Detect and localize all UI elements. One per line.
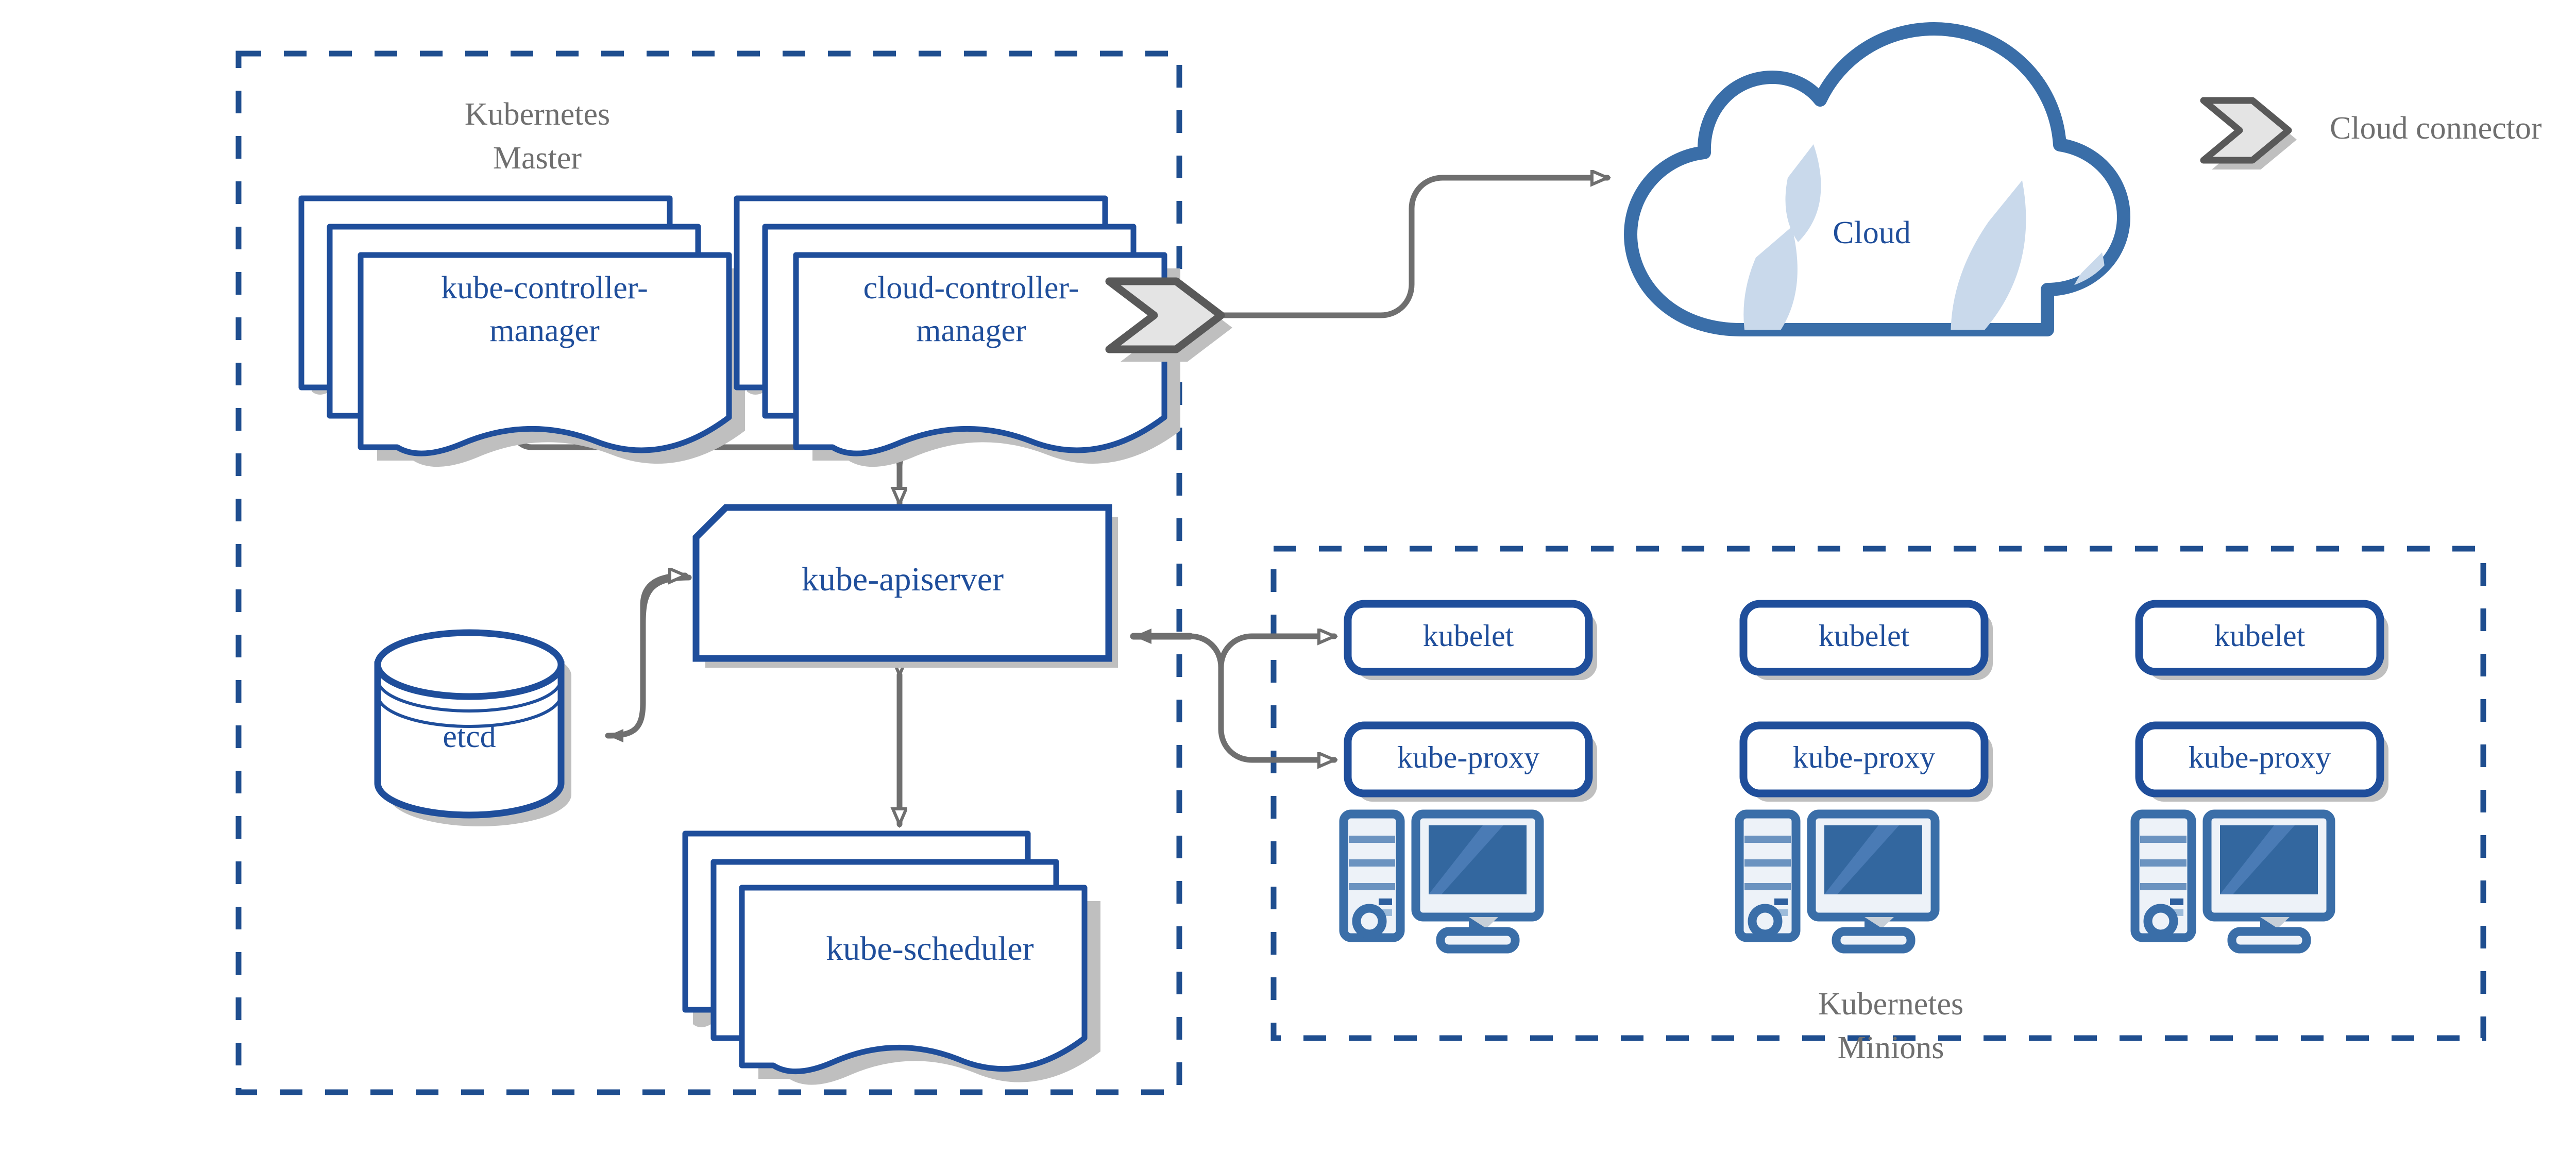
kube-proxy-box-2[interactable] bbox=[1739, 721, 1989, 798]
kube-apiserver-label: kube-apiserver bbox=[802, 561, 1004, 598]
kube-proxy-box-3[interactable] bbox=[2135, 721, 2384, 798]
kube-proxy-label-1: kube-proxy bbox=[1397, 740, 1540, 774]
desktop-computer-icon-1 bbox=[1339, 809, 1544, 954]
minions-label-line2: Minions bbox=[1838, 1030, 1944, 1065]
legend-cloud-connector-label: Cloud connector bbox=[2330, 111, 2542, 146]
kube-controller-manager-label-line1: kube-controller- bbox=[441, 270, 648, 306]
kubernetes-minions-label: Kubernetes Minions bbox=[1818, 987, 1963, 1065]
legend-cloud-connector: Cloud connector bbox=[2200, 97, 2542, 169]
kubernetes-master-label: Kubernetes Master bbox=[465, 97, 610, 176]
kubelet-box-2[interactable] bbox=[1739, 600, 1989, 676]
master-label-line1: Kubernetes bbox=[465, 97, 610, 132]
cloud-label: Cloud bbox=[1833, 215, 1911, 250]
cloud-controller-manager-label-line1: cloud-controller- bbox=[863, 270, 1079, 306]
connector-apiserver-to-node1 bbox=[1130, 629, 1334, 760]
kube-controller-manager-node[interactable]: kube-controller- manager bbox=[298, 195, 745, 467]
kubelet-label-2: kubelet bbox=[1819, 619, 1910, 653]
master-label-line2: Master bbox=[493, 141, 582, 176]
kube-proxy-box-1[interactable] bbox=[1344, 721, 1593, 798]
kubelet-box-1[interactable] bbox=[1344, 600, 1593, 676]
desktop-computer-icon-3 bbox=[2130, 809, 2335, 954]
kubernetes-master-boundary bbox=[235, 50, 1182, 1095]
kubelet-label-3: kubelet bbox=[2214, 619, 2306, 653]
etcd-label: etcd bbox=[443, 719, 496, 754]
kubelet-box-3[interactable] bbox=[2135, 600, 2384, 676]
cloud-connector-chevron-icon[interactable] bbox=[1105, 277, 1232, 362]
cloud-controller-manager-label-line2: manager bbox=[916, 313, 1026, 348]
kube-apiserver-node[interactable]: kube-apiserver bbox=[692, 504, 1118, 668]
kube-proxy-label-3: kube-proxy bbox=[2189, 740, 2331, 774]
cloud-shape[interactable]: Cloud bbox=[1624, 22, 2130, 361]
minion-node-1: kubelet kube-proxy bbox=[1339, 600, 1597, 954]
minion-node-3: kubelet kube-proxy bbox=[2130, 600, 2388, 954]
connector-ccm-to-cloud bbox=[1218, 178, 1607, 318]
minions-label-line1: Kubernetes bbox=[1818, 987, 1963, 1022]
kube-proxy-label-2: kube-proxy bbox=[1793, 740, 1936, 774]
legend-chevron-icon bbox=[2200, 97, 2292, 164]
cloud-controller-manager-node[interactable]: cloud-controller- manager bbox=[734, 195, 1180, 467]
connector-apiserver-etcd bbox=[605, 575, 692, 742]
kubernetes-minions-boundary bbox=[1270, 546, 2486, 1041]
minion-node-2: kubelet kube-proxy bbox=[1735, 600, 1993, 954]
kube-scheduler-node[interactable]: kube-scheduler bbox=[682, 830, 1100, 1085]
kube-scheduler-label: kube-scheduler bbox=[826, 930, 1033, 968]
kube-controller-manager-label-line2: manager bbox=[489, 313, 600, 348]
kubelet-label-1: kubelet bbox=[1423, 619, 1514, 653]
etcd-node[interactable]: etcd bbox=[374, 629, 571, 826]
desktop-computer-icon-2 bbox=[1735, 809, 1940, 954]
